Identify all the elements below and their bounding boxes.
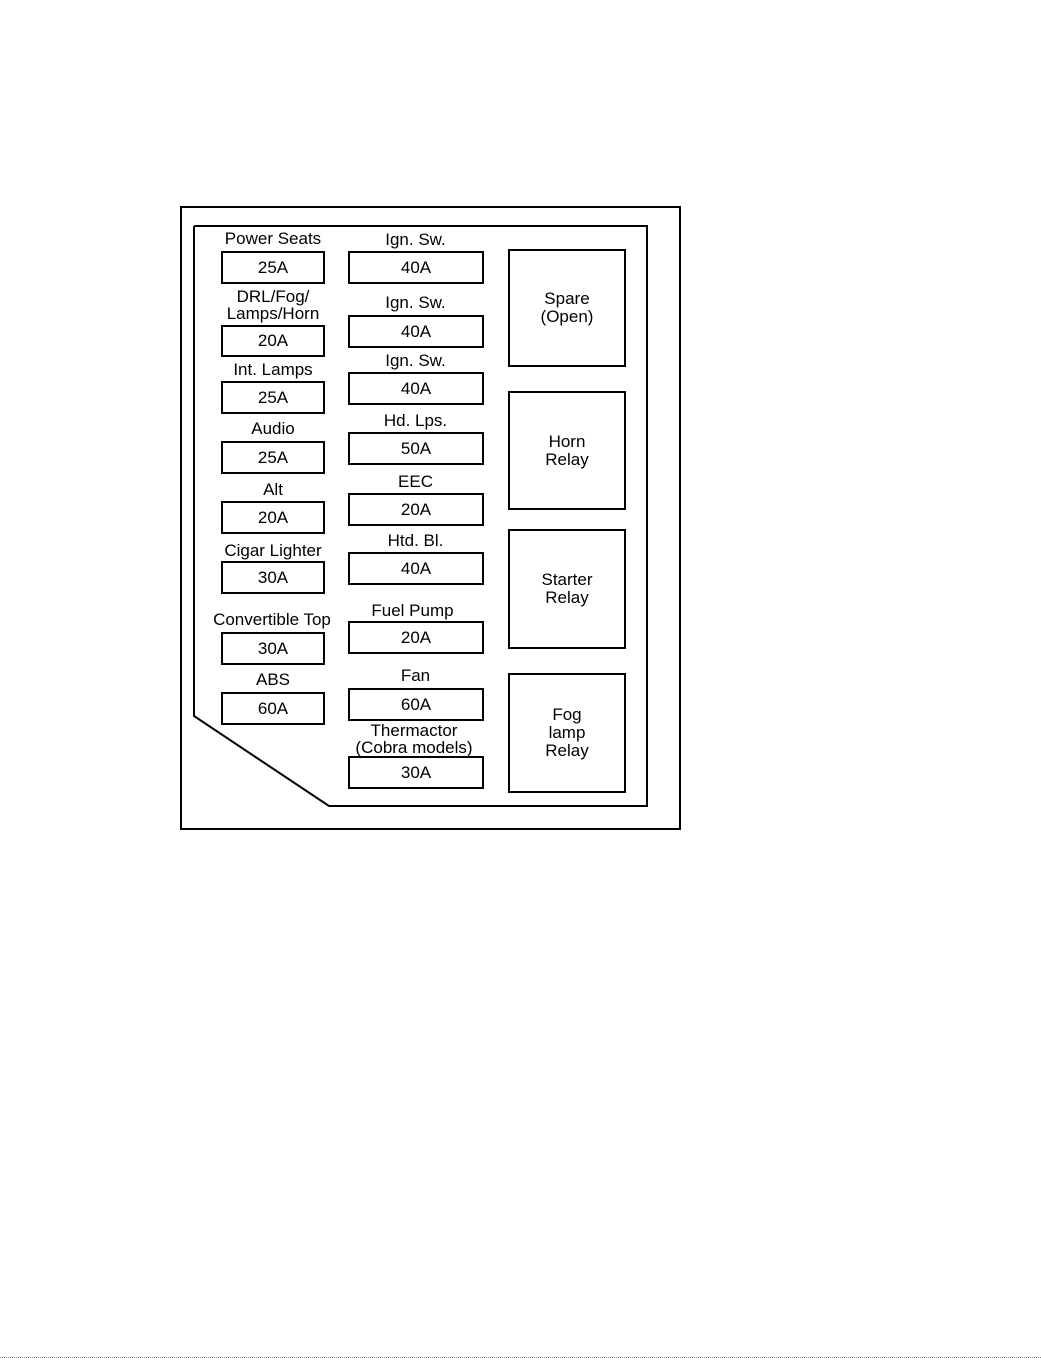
page-bottom-divider (0, 1357, 1041, 1358)
fuse-cigar-lighter: 30A (221, 561, 325, 594)
fuse-abs: 60A (221, 692, 325, 725)
fuse-label-ign-sw-1: Ign. Sw. (348, 231, 483, 248)
fuse-label-eec: EEC (348, 473, 483, 490)
fuse-power-seats: 25A (221, 251, 325, 284)
fuse-label-abs: ABS (212, 671, 334, 688)
fuse-label-fan: Fan (348, 667, 483, 684)
fuse-int-lamps: 25A (221, 381, 325, 414)
fuse-fan: 60A (348, 688, 484, 721)
fuse-ign-sw-2: 40A (348, 315, 484, 348)
fuse-label-int-lamps: Int. Lamps (212, 361, 334, 378)
fuse-label-cigar-lighter: Cigar Lighter (212, 542, 334, 559)
fuse-audio: 25A (221, 441, 325, 474)
fuse-ign-sw-1: 40A (348, 251, 484, 284)
fuse-ign-sw-3: 40A (348, 372, 484, 405)
fuse-label-fuel-pump: Fuel Pump (345, 602, 480, 619)
fuse-label-ign-sw-3: Ign. Sw. (348, 352, 483, 369)
fuse-label-thermactor: Thermactor (Cobra models) (340, 722, 488, 756)
fuse-alt: 20A (221, 501, 325, 534)
relay-fog-lamp: Fog lamp Relay (508, 673, 626, 793)
fuse-label-hd-lps: Hd. Lps. (348, 412, 483, 429)
fuse-label-ign-sw-2: Ign. Sw. (348, 294, 483, 311)
relay-horn: Horn Relay (508, 391, 626, 510)
fuse-label-power-seats: Power Seats (212, 230, 334, 247)
fuse-drl-fog-lamps-horn: 20A (221, 325, 325, 357)
relay-starter: Starter Relay (508, 529, 626, 649)
fuse-label-htd-bl: Htd. Bl. (348, 532, 483, 549)
diagram-frame: Power Seats 25A DRL/Fog/ Lamps/Horn 20A … (180, 206, 681, 830)
fuse-label-audio: Audio (212, 420, 334, 437)
fuse-hd-lps: 50A (348, 432, 484, 465)
fuse-eec: 20A (348, 493, 484, 526)
fuse-label-drl-fog-lamps-horn: DRL/Fog/ Lamps/Horn (212, 288, 334, 322)
fuse-label-alt: Alt (212, 481, 334, 498)
relay-spare-open: Spare (Open) (508, 249, 626, 367)
fuse-fuel-pump: 20A (348, 621, 484, 654)
fuse-htd-bl: 40A (348, 552, 484, 585)
fuse-convertible-top: 30A (221, 632, 325, 665)
fuse-label-convertible-top: Convertible Top (202, 611, 342, 628)
fuse-thermactor: 30A (348, 756, 484, 789)
